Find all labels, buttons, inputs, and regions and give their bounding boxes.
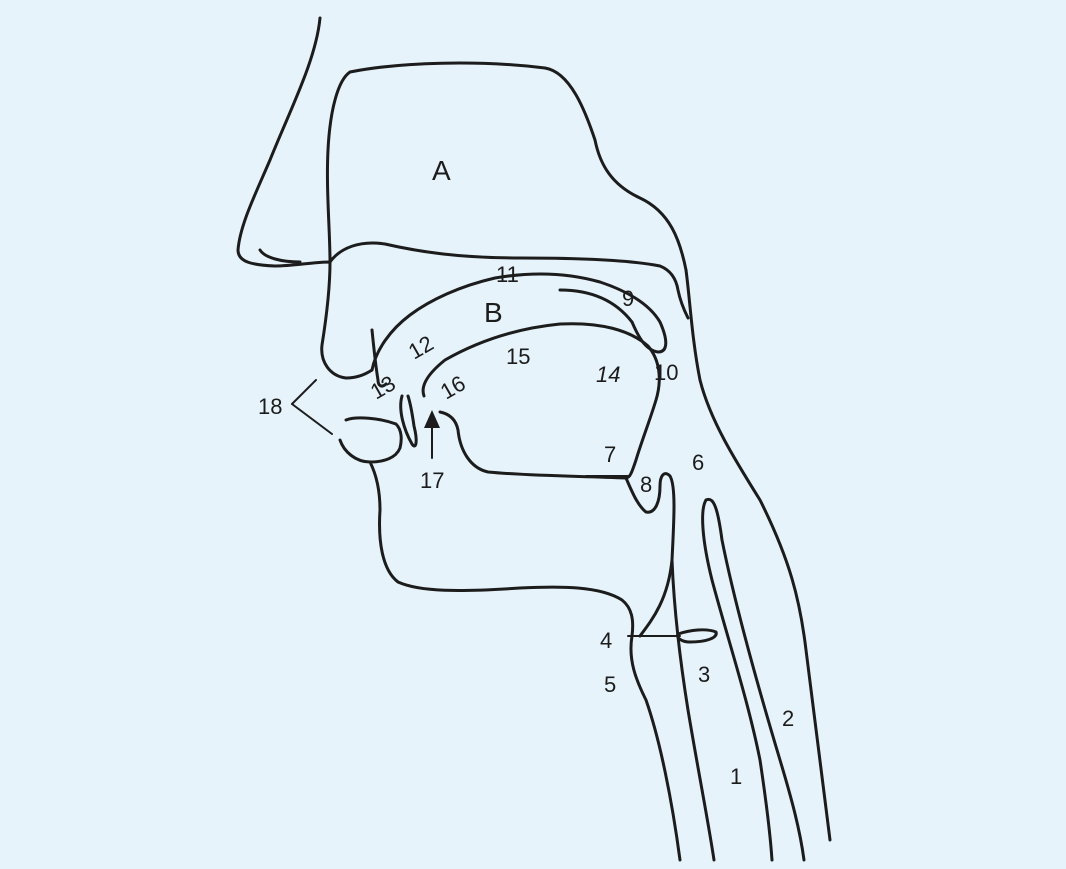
label-18: 18 [258, 394, 282, 419]
label-2: 2 [782, 706, 794, 731]
label-a-nasal-cavity: A [432, 155, 451, 186]
label-6: 6 [692, 450, 704, 475]
label-5: 5 [604, 672, 616, 697]
label-8: 8 [640, 472, 652, 497]
label-10: 10 [654, 360, 678, 385]
label-17: 17 [420, 468, 444, 493]
label-b-oral-cavity: B [484, 297, 503, 328]
label-14: 14 [596, 362, 620, 387]
label-9: 9 [622, 286, 634, 311]
label-11: 11 [496, 262, 519, 287]
label-1: 1 [730, 764, 742, 789]
label-15: 15 [506, 344, 530, 369]
label-3: 3 [698, 662, 710, 687]
label-4: 4 [600, 628, 612, 653]
label-7: 7 [604, 442, 616, 467]
